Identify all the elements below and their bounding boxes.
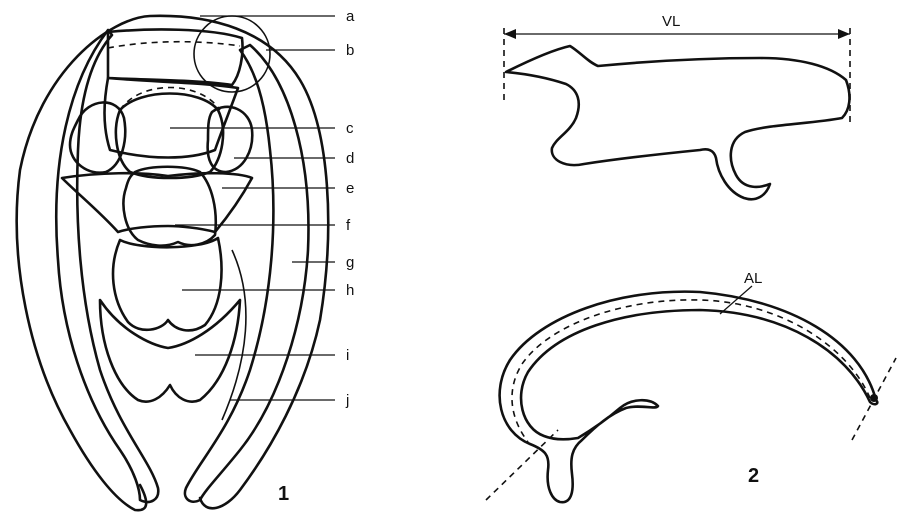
label-f: f bbox=[346, 217, 351, 234]
label-g: g bbox=[346, 254, 354, 271]
figure-2-valve: VL bbox=[504, 13, 850, 199]
vl-arrow-right-head bbox=[838, 29, 850, 39]
figure-2-number: 2 bbox=[748, 465, 759, 487]
label-d: d bbox=[346, 150, 354, 167]
label-c: c bbox=[346, 120, 354, 137]
valve-outline bbox=[506, 46, 849, 199]
vl-label: VL bbox=[662, 13, 680, 30]
figure-2-arm: AL 2 bbox=[486, 270, 896, 502]
plate-i bbox=[100, 300, 240, 402]
label-a: a bbox=[346, 8, 355, 25]
right-arm bbox=[185, 45, 309, 502]
figure-1-number: 1 bbox=[278, 483, 289, 505]
plate-h bbox=[113, 238, 221, 330]
head-top-dashed bbox=[108, 42, 240, 48]
label-b: b bbox=[346, 42, 354, 59]
label-e: e bbox=[346, 180, 354, 197]
band-e bbox=[62, 173, 252, 232]
label-h: h bbox=[346, 282, 354, 299]
j-line bbox=[222, 250, 246, 420]
figure-1-drawing: a b c d e f g h i j 1 bbox=[17, 8, 355, 510]
vl-arrow-left-head bbox=[504, 29, 516, 39]
arm-outline bbox=[500, 292, 878, 503]
head-top bbox=[108, 30, 243, 85]
label-i: i bbox=[346, 347, 349, 364]
al-end-bound bbox=[852, 358, 896, 440]
arm-centerline bbox=[512, 300, 870, 442]
lobe-right bbox=[208, 107, 253, 172]
al-label: AL bbox=[744, 270, 762, 287]
label-j: j bbox=[345, 392, 349, 409]
